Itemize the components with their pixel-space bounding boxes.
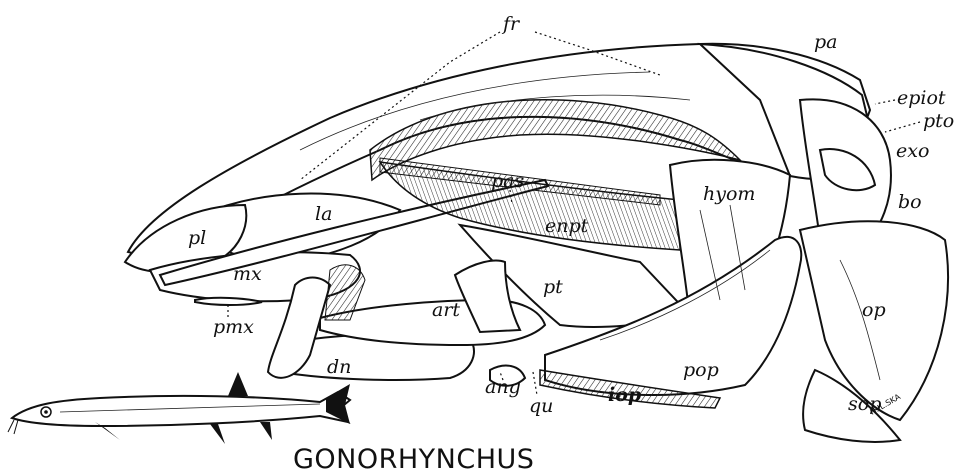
leader-qu	[533, 372, 537, 395]
label-ang: ang	[485, 376, 521, 398]
label-pl: pl	[188, 227, 206, 249]
label-pto: pto	[923, 110, 954, 132]
label-hyom: hyom	[703, 183, 755, 205]
label-pmx: pmx	[213, 316, 254, 338]
label-epiot: epiot	[897, 87, 946, 109]
label-enpt: enpt	[545, 215, 589, 237]
fish-dorsal-fin	[228, 372, 248, 396]
label-art: art	[432, 299, 460, 321]
label-pop: pop	[683, 359, 719, 381]
leader-pto	[885, 122, 920, 132]
label-qu: qu	[529, 395, 553, 417]
label-dn: dn	[327, 356, 351, 378]
label-pt: pt	[543, 276, 563, 298]
label-pas: pas	[491, 170, 524, 192]
fish-anal-fin	[260, 422, 272, 440]
label-exo: exo	[896, 140, 929, 162]
leader-epiot	[875, 100, 895, 104]
label-la: la	[315, 203, 332, 225]
fish-pelvic-fin	[210, 424, 225, 444]
label-mx: mx	[233, 263, 262, 285]
fish-illustration	[8, 372, 350, 444]
fish-barbel	[8, 420, 18, 434]
label-op: op	[862, 299, 886, 321]
label-pa: pa	[814, 31, 838, 53]
label-iop: iop	[608, 384, 642, 406]
figure-title: GONORHYNCHUS	[293, 444, 534, 473]
label-fr: fr	[501, 13, 521, 35]
label-bo: bo	[898, 191, 922, 213]
